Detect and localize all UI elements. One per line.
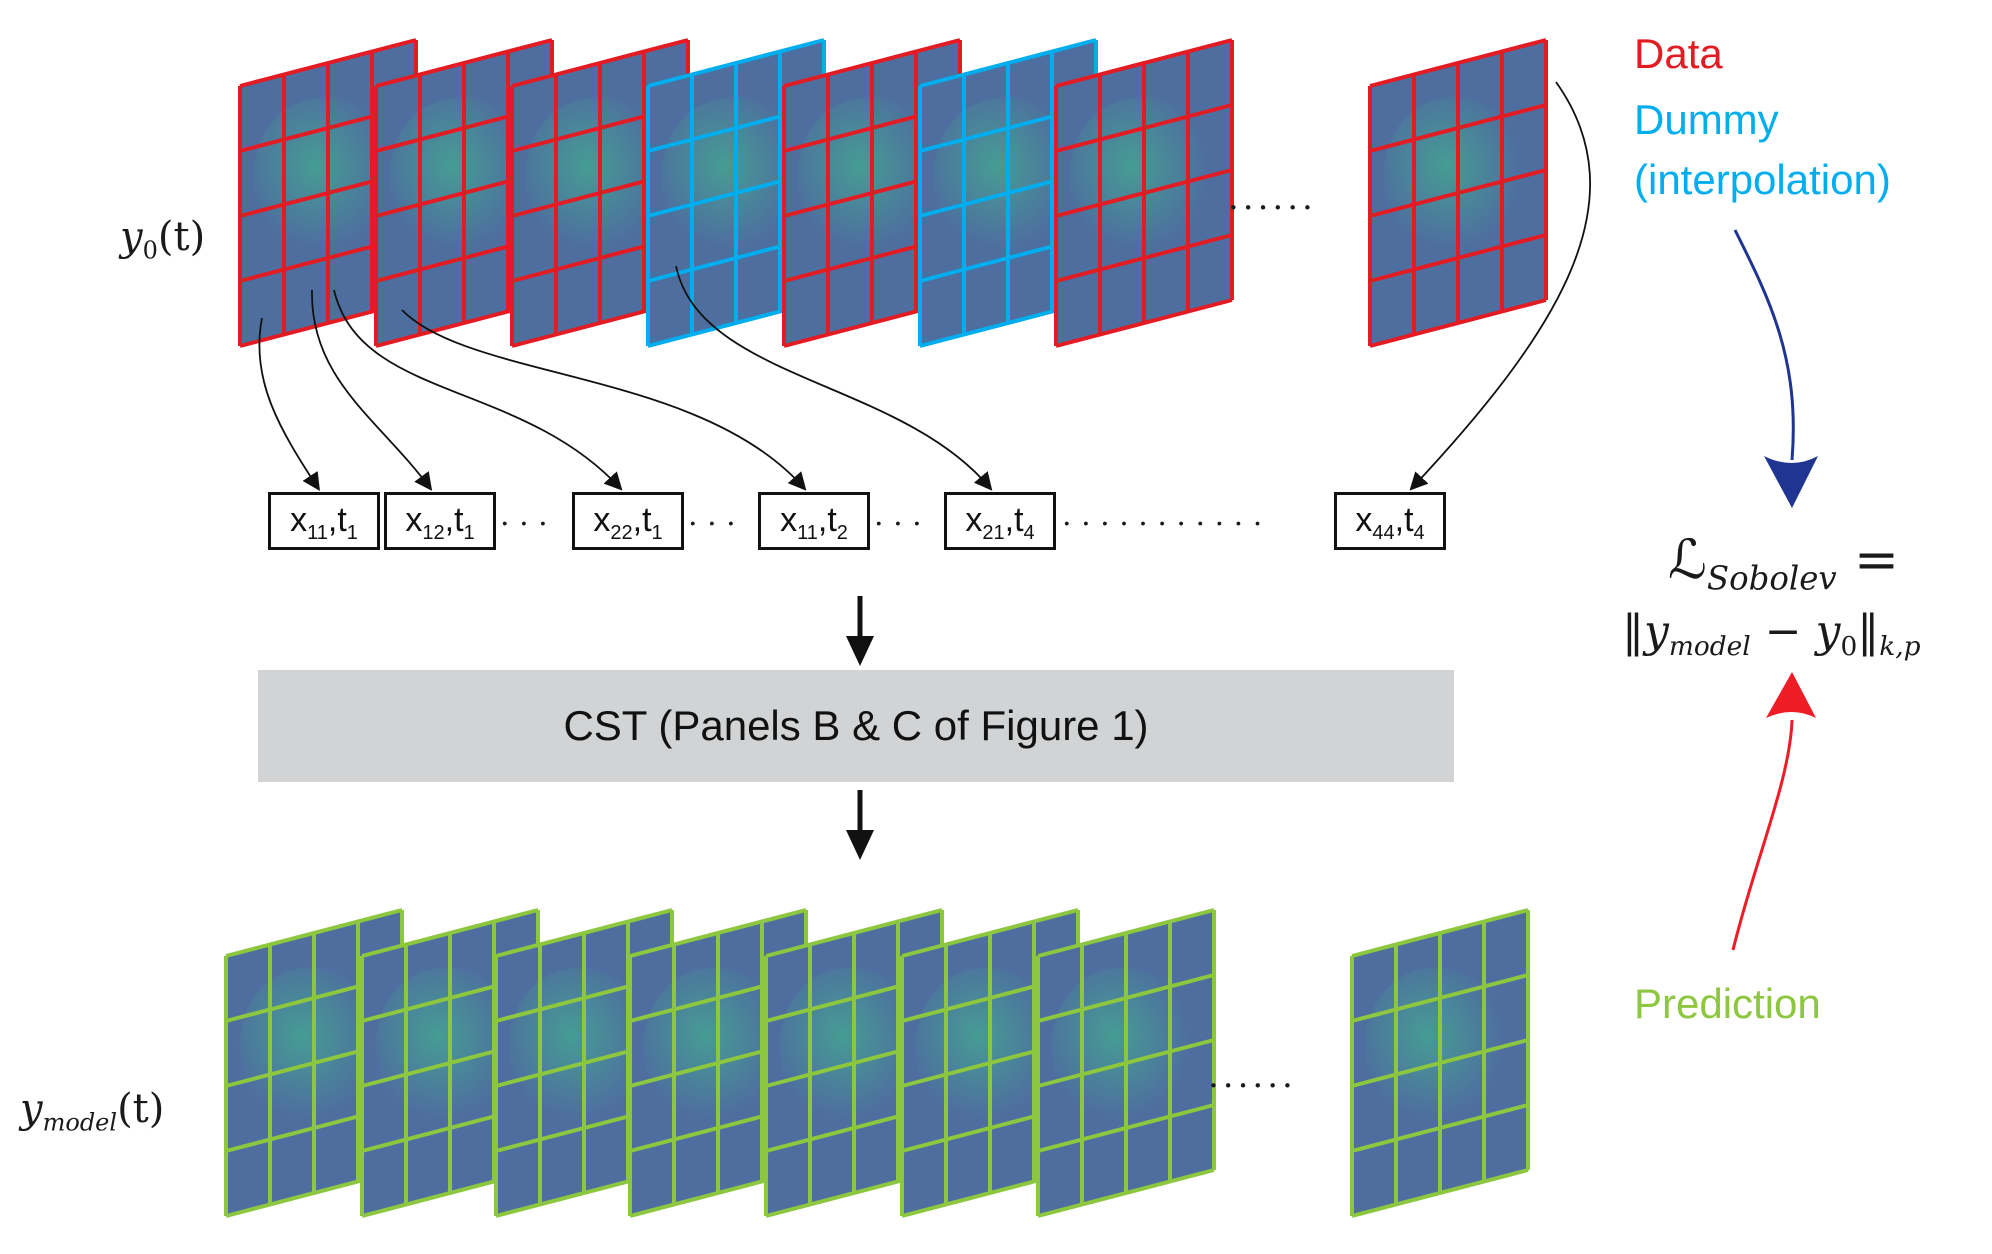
bottom-ellipsis: ...... — [1208, 1056, 1297, 1096]
mapping-arrows — [258, 81, 1591, 492]
prediction-to-loss-arrow — [1731, 672, 1816, 951]
token-dots-3: . . . — [874, 498, 922, 533]
token-box-1: x11,t1 — [268, 492, 380, 550]
data-frame — [1368, 38, 1548, 348]
ymodel-label: ymodel(t) — [20, 1086, 165, 1137]
legend-dummy-sublabel: (interpolation) — [1634, 156, 1891, 203]
token-box-5: x21,t4 — [944, 492, 1056, 550]
flow-arrow-down-2 — [846, 790, 874, 860]
mapping-arrow-3 — [333, 289, 623, 491]
dummy-frame — [646, 38, 826, 348]
bottom-frame-row — [224, 908, 1530, 1218]
cst-block: CST (Panels B & C of Figure 1) — [258, 670, 1454, 782]
mapping-arrow-4 — [401, 309, 807, 491]
prediction-frame — [1350, 908, 1530, 1218]
flow-arrow-down-1 — [846, 596, 874, 666]
token-box-3: x22,t1 — [572, 492, 684, 550]
legend-prediction-label: Prediction — [1634, 980, 1821, 1027]
legend-dummy-label: Dummy — [1634, 96, 1779, 143]
prediction-frame — [764, 908, 944, 1218]
token-box-2: x12,t1 — [384, 492, 496, 550]
token-dots-1: . . . — [500, 498, 548, 533]
mapping-arrow-1 — [258, 317, 320, 492]
mapping-arrow-5 — [675, 265, 993, 491]
loss-formula: ‖ymodel − y0‖k,p — [1622, 606, 1921, 663]
top-ellipsis: ...... — [1228, 178, 1317, 218]
y0-label: y0(t) — [120, 214, 206, 265]
token-dots-2: . . . — [688, 498, 736, 533]
top-frame-row — [238, 38, 1548, 348]
prediction-frame — [1036, 908, 1216, 1218]
mapping-arrow-2 — [311, 289, 433, 491]
prediction-frame — [628, 908, 808, 1218]
prediction-frame — [900, 908, 1080, 1218]
data-frame — [1054, 38, 1234, 348]
data-frame — [782, 38, 962, 348]
legend-data-label: Data — [1634, 30, 1723, 77]
mapping-arrow-6 — [1409, 81, 1591, 491]
dummy-frame — [918, 38, 1098, 348]
dummy-to-loss-arrow — [1733, 229, 1818, 508]
token-box-6: x44,t4 — [1334, 492, 1446, 550]
token-box-4: x11,t2 — [758, 492, 870, 550]
prediction-frame — [224, 908, 404, 1218]
token-dots-4: . . . . . . . . . . . — [1062, 498, 1263, 533]
loss-symbol: ℒSobolev = — [1668, 528, 1900, 598]
